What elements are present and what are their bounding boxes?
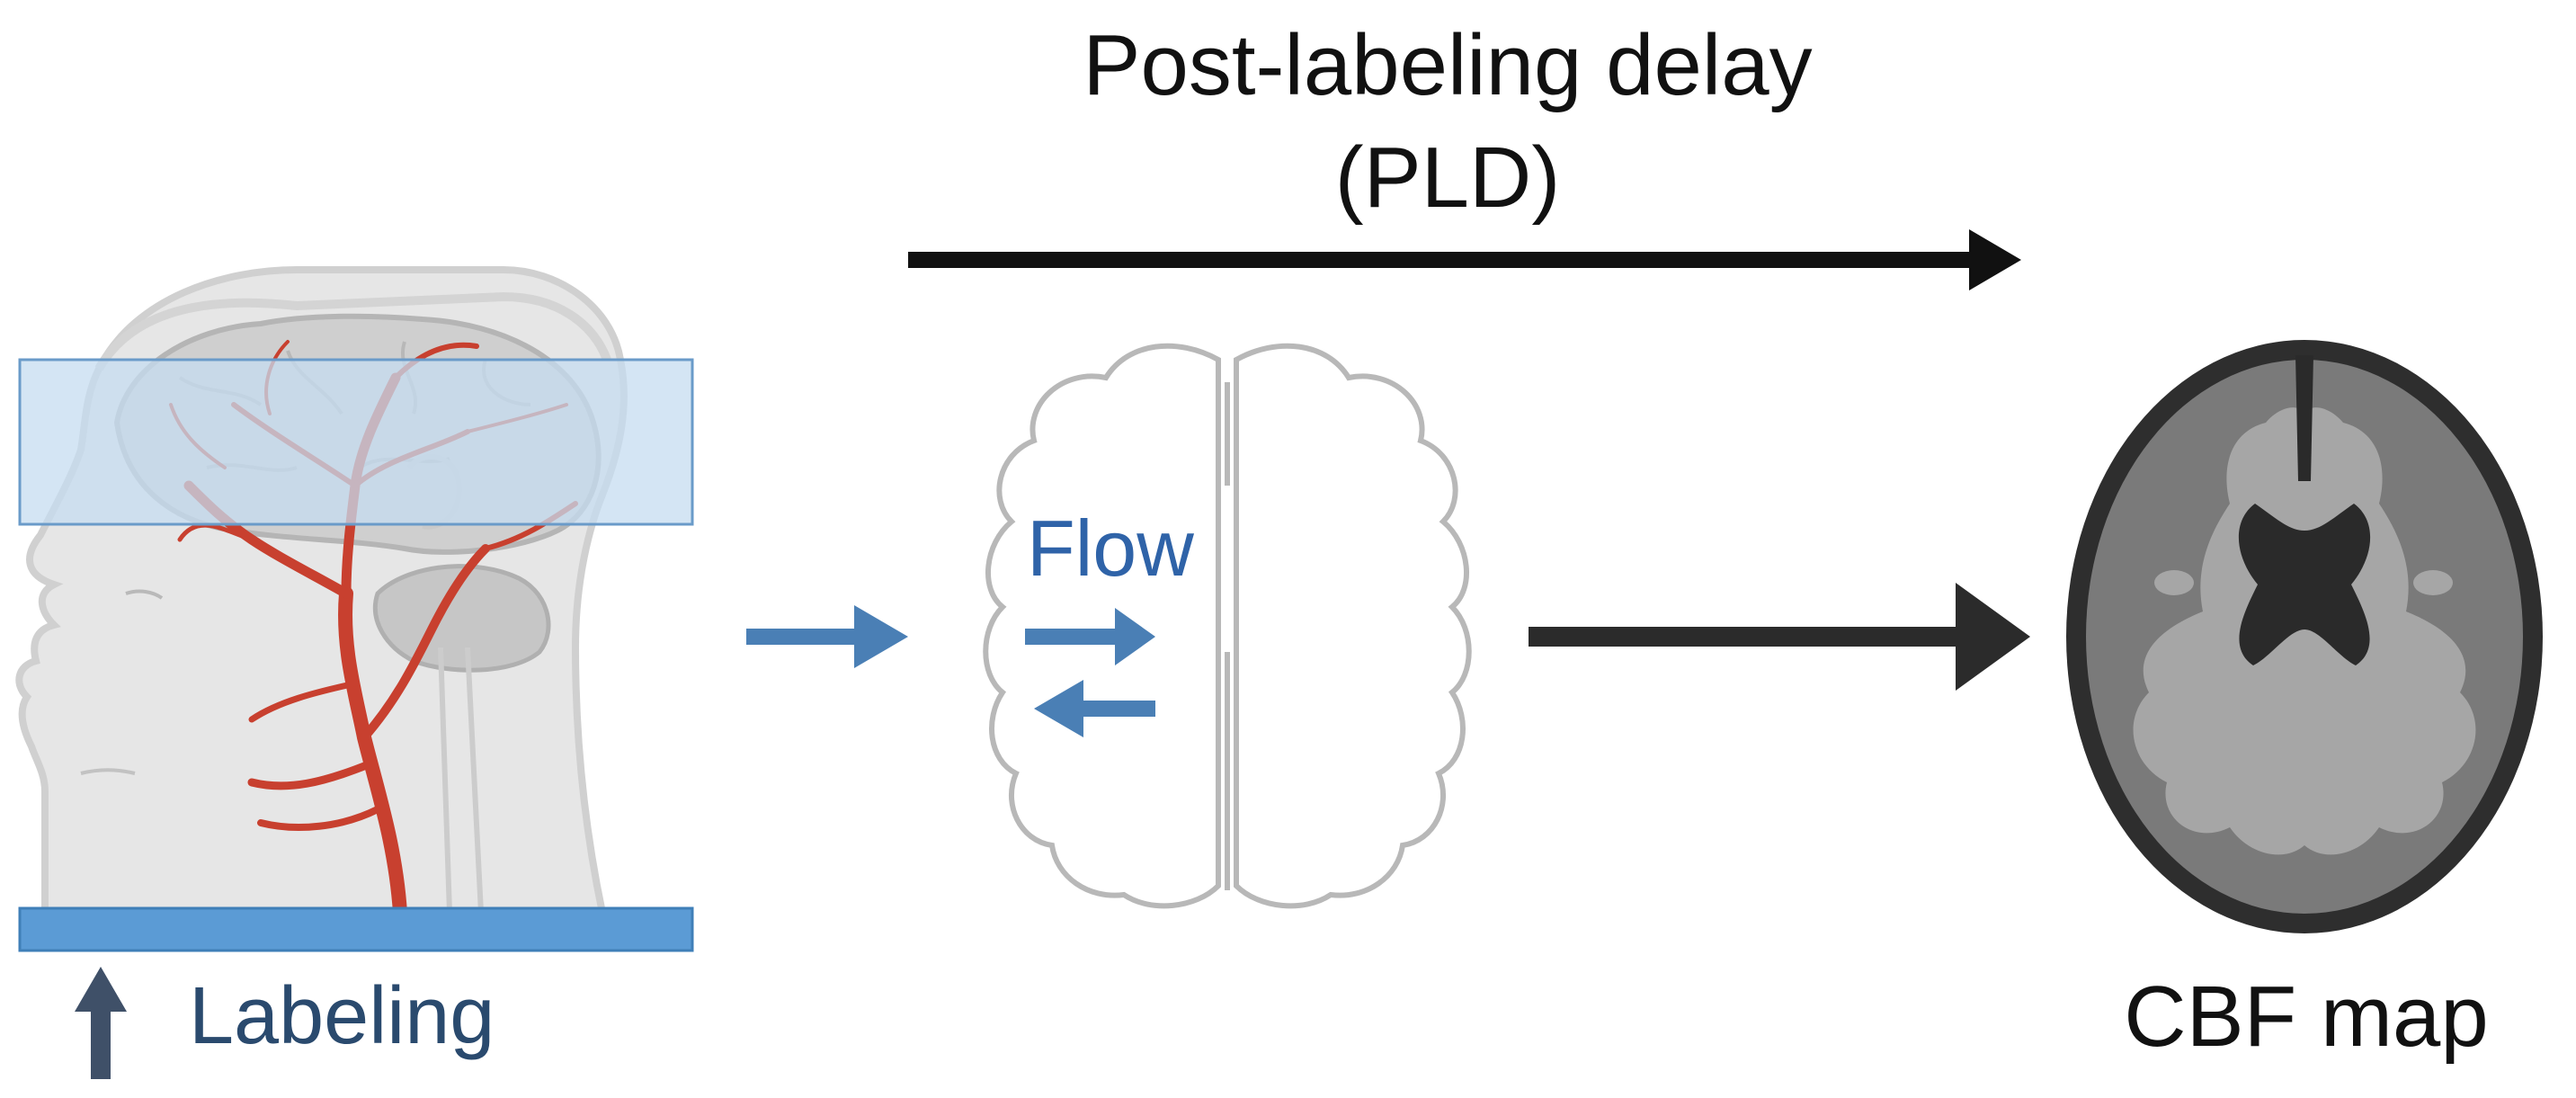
up-arrow-icon xyxy=(75,967,127,1079)
pld-title-line1: Post-labeling delay xyxy=(1083,17,1812,113)
flow-in-arrow xyxy=(746,605,908,668)
pld-title-line2: (PLD) xyxy=(1335,129,1561,226)
flow-backward-arrow xyxy=(1034,680,1155,737)
labeling-label: Labeling xyxy=(189,971,495,1061)
to-cbf-arrow xyxy=(1529,583,2030,691)
pld-arrow xyxy=(908,229,2021,290)
labeling-plane xyxy=(18,906,694,952)
head-with-arteries-icon xyxy=(15,266,694,952)
flow-forward-arrow xyxy=(1025,608,1155,665)
flow-label: Flow xyxy=(1027,504,1194,593)
axial-brain-scan-icon xyxy=(2066,340,2543,933)
brain-outline-icon xyxy=(983,343,1472,909)
cbf-map-label: CBF map xyxy=(2124,969,2488,1065)
imaging-slab xyxy=(18,358,694,526)
